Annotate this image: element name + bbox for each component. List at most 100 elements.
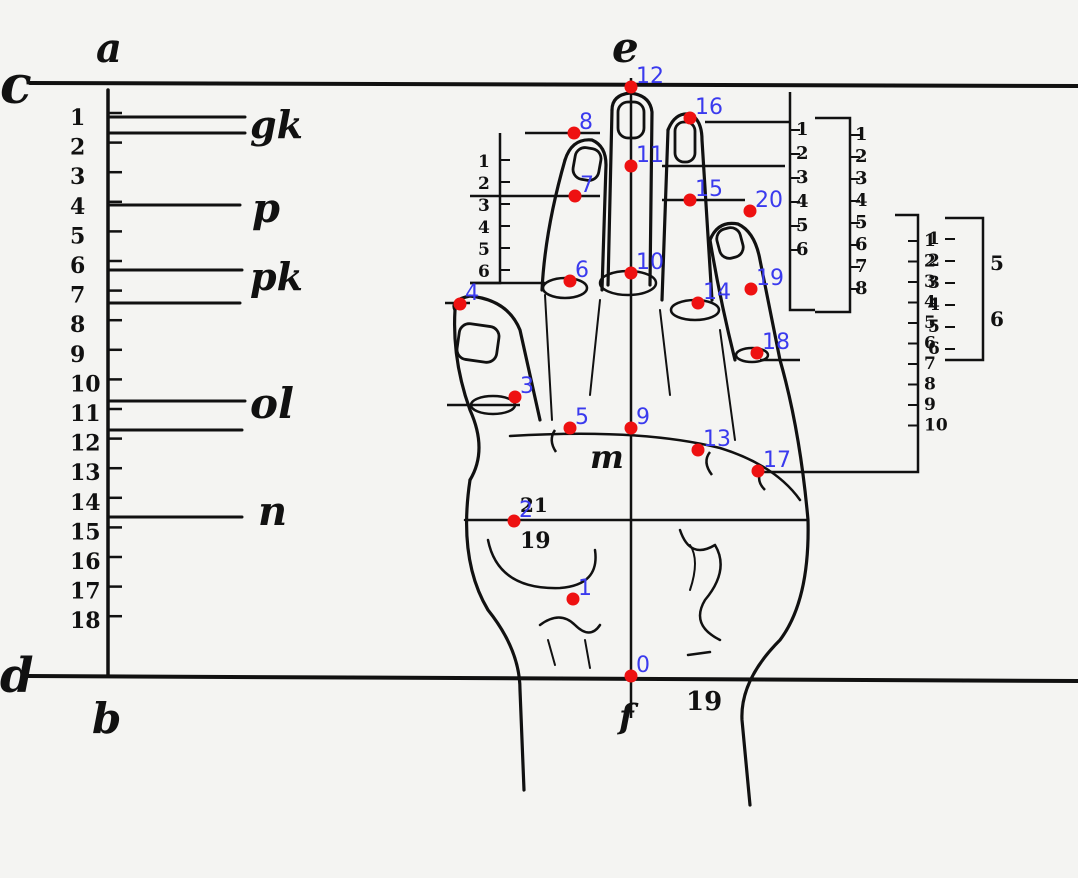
keypoint-label: 15 [695,177,723,202]
keypoint-label: 5 [575,405,589,430]
left-scale-number: 15 [70,519,101,545]
finger-scale-right-b-number: 2 [855,146,868,167]
finger-scale-right-a-number: 2 [796,143,809,164]
keypoint-label: 16 [695,95,723,120]
finger-scale-left-number: 6 [478,262,490,282]
left-scale-number: 3 [70,164,85,190]
finger-scale-right-a-number: 6 [796,239,809,260]
keypoint-label: 11 [636,143,664,168]
keypoint-dot [683,111,697,125]
left-scale-number: 5 [70,223,85,249]
finger-scale-right-e-number: 5 [990,251,1004,275]
hand-outline [452,91,810,807]
finger-scale-right-c-number: 6 [924,334,936,354]
finger-scale-right-d-number: 1 [928,229,940,249]
keypoint-label: 10 [636,250,664,275]
gothic-labels: gk p pk ol n [250,102,303,535]
left-scale-number: 1 [70,105,85,131]
keypoint-dot [624,159,638,173]
keypoint-label: 0 [636,653,650,678]
keypoint-dot [691,296,705,310]
palm-letter-m: m [590,438,624,476]
palm-number-21: 21 [520,493,548,517]
finger-scale-right-c-number: 9 [924,395,936,415]
finger-crossbars [445,120,800,407]
keypoint-label: 7 [580,173,594,198]
palm-annotations: m 21 19 19 [520,438,722,717]
keypoint-label: 20 [755,188,783,213]
label-p: p [252,185,280,232]
label-ol: ol [250,379,294,428]
keypoint-label: 9 [636,405,650,430]
finger-scale-right-b-number: 4 [855,190,868,211]
finger-scale-right-d-number: 4 [928,295,940,315]
left-scale-number: 4 [70,194,85,220]
keypoint-label: 2 [519,498,533,523]
keypoint-label: 19 [756,266,784,291]
frame-lines [26,81,1078,683]
keypoint-dot [624,266,638,280]
keypoint-label: 18 [762,330,790,355]
left-scale-number: 13 [70,460,101,486]
keypoint-label: 6 [575,258,589,283]
keypoint-label: 13 [703,427,731,452]
finger-scale-right-a-number: 5 [796,215,809,236]
left-scale-number: 17 [70,579,101,605]
finger-scale-right-d-number: 5 [928,317,940,337]
finger-scale-right-b-number: 3 [855,168,868,189]
keypoint-dot [568,189,582,203]
left-scale-number: 10 [70,371,101,397]
label-pk: pk [250,254,303,299]
letter-e: e [612,23,639,72]
keypoint-dot [750,346,764,360]
left-scale-number: 7 [70,283,85,309]
finger-scale-right-a-number: 1 [796,119,809,140]
keypoint-label: 4 [465,281,479,306]
finger-scale-right-c-number: 1 [924,231,936,251]
left-scale-number: 8 [70,312,85,338]
keypoint-dot [563,274,577,288]
keypoint-dot [683,193,697,207]
keypoint-dot [751,464,765,478]
keypoint-dot [624,80,638,94]
finger-scale-right-b-number: 7 [855,256,868,277]
left-scale-ticks [108,111,122,618]
finger-scale-right-d-number: 3 [928,273,940,293]
finger-scale-left-number: 1 [478,152,490,172]
label-n: n [258,488,287,535]
letter-b: b [92,694,121,743]
left-scale-number: 2 [70,135,85,161]
keypoint-dot [624,421,638,435]
label-gk: gk [250,102,303,147]
finger-scale-right-c-number: 8 [924,375,936,395]
keypoint-label: 12 [636,64,664,89]
keypoint-dot [563,421,577,435]
finger-scale-right-c-number: 2 [924,252,936,272]
palm-number-19: 19 [520,528,551,554]
finger-scale-right-b-number: 1 [855,124,868,145]
letter-f: f [617,697,639,737]
keypoint-dot [624,669,638,683]
letter-d: d [0,648,34,704]
finger-scale-right-a-number: 3 [796,167,809,188]
finger-scale-left-number: 4 [478,218,490,238]
left-scale-number: 6 [70,253,85,279]
wrist-number-19: 19 [686,687,722,717]
keypoint-label: 1 [578,576,592,601]
finger-scale-right-b-number: 5 [855,212,868,233]
finger-scale-right-d-number: 2 [928,251,940,271]
left-scale-number: 14 [70,490,101,516]
left-scale-number: 12 [70,431,101,457]
finger-scale-right-c-number: 4 [924,293,936,313]
finger-scale-left-number: 3 [478,196,490,216]
left-scale-number: 18 [70,608,101,634]
keypoint-label: 3 [520,374,534,399]
keypoint-dot [567,126,581,140]
finger-scale-right-c-number: 10 [924,416,948,436]
left-scale-number: 16 [70,549,101,575]
left-scale-number: 11 [70,401,101,427]
finger-scale-right-b-number: 6 [855,234,868,255]
